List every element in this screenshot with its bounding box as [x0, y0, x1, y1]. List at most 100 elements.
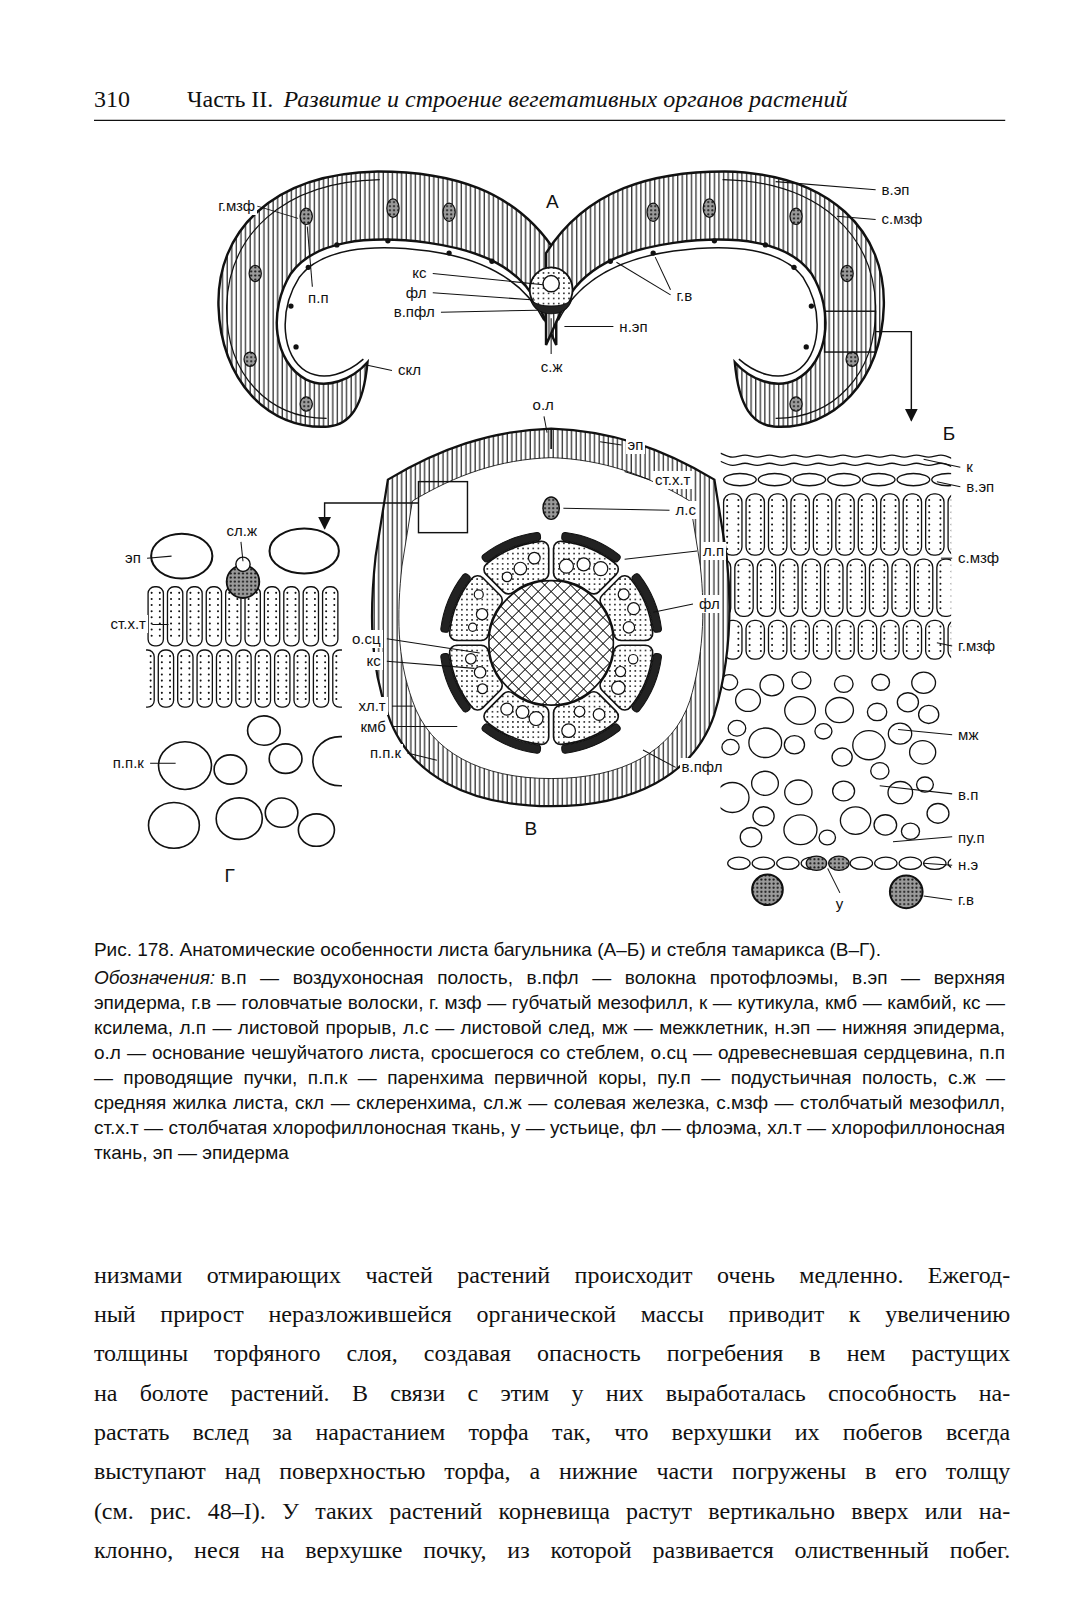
chloroplast	[895, 632, 897, 634]
chloroplast	[217, 622, 219, 624]
chloroplast	[161, 667, 163, 669]
chloroplast	[314, 598, 316, 600]
chloroplast	[906, 570, 908, 572]
chloroplast	[951, 523, 952, 525]
abbreviation-label: в.эп	[880, 181, 912, 199]
chloroplast	[737, 548, 739, 550]
chloroplast	[883, 626, 885, 628]
figure-part	[625, 551, 697, 559]
chloroplast	[151, 616, 153, 618]
chloroplast	[861, 523, 863, 525]
chloroplast	[306, 610, 308, 612]
chloroplast	[906, 626, 908, 628]
chloroplast	[760, 607, 762, 609]
abbreviation-label: эп	[626, 436, 646, 454]
chloroplast	[247, 692, 249, 694]
chloroplast	[850, 632, 852, 634]
chloroplast	[726, 523, 728, 525]
chloroplast	[895, 505, 897, 507]
chloroplast	[266, 680, 268, 682]
palisade-cell	[836, 494, 854, 555]
chloroplast	[816, 530, 818, 532]
chloroplast	[906, 601, 908, 603]
chloroplast	[771, 536, 773, 538]
chloroplast	[316, 686, 318, 688]
palisade-cell	[323, 587, 338, 646]
chloroplast	[782, 577, 784, 579]
chloroplast	[737, 536, 739, 538]
chloroplast	[209, 598, 211, 600]
chloroplast	[883, 638, 885, 640]
chloroplast	[188, 667, 190, 669]
chloroplast	[838, 644, 840, 646]
parenchyma-cell	[912, 672, 936, 693]
figure-part	[443, 203, 455, 221]
figure-part	[244, 352, 256, 366]
chloroplast	[178, 604, 180, 606]
chloroplast	[951, 517, 952, 519]
chloroplast	[295, 635, 297, 637]
chloroplast	[314, 592, 316, 594]
chloroplast	[227, 698, 229, 700]
chloroplast	[850, 607, 852, 609]
chloroplast	[771, 511, 773, 513]
chloroplast	[737, 650, 739, 652]
chloroplast	[895, 638, 897, 640]
chloroplast	[906, 542, 908, 544]
chloroplast	[314, 616, 316, 618]
chloroplast	[861, 542, 863, 544]
parenchyma-cell	[888, 782, 913, 804]
chloroplast	[816, 577, 818, 579]
chloroplast	[883, 589, 885, 591]
chloroplast	[749, 650, 751, 652]
chloroplast	[906, 650, 908, 652]
chloroplast	[939, 505, 941, 507]
chloroplast	[928, 577, 930, 579]
chloroplast	[219, 661, 221, 663]
chloroplast	[161, 661, 163, 663]
chloroplast	[917, 517, 919, 519]
chloroplast	[883, 542, 885, 544]
chloroplast	[917, 530, 919, 532]
chloroplast	[838, 542, 840, 544]
palisade-cell	[724, 494, 742, 555]
chloroplast	[189, 598, 191, 600]
epidermis-cell	[151, 534, 212, 579]
chloroplast	[726, 530, 728, 532]
figure-part	[653, 604, 693, 612]
chloroplast	[209, 616, 211, 618]
chloroplast	[872, 644, 874, 646]
chloroplast	[335, 680, 337, 682]
chloroplast	[749, 530, 751, 532]
chloroplast	[951, 583, 952, 585]
pith	[489, 581, 613, 705]
chloroplast	[805, 638, 807, 640]
chloroplast	[749, 523, 751, 525]
page-number: 310	[94, 85, 130, 113]
chloroplast	[150, 698, 152, 700]
chloroplast	[939, 536, 941, 538]
figure-part	[544, 416, 547, 432]
abbreviation-label: ст.х.т	[109, 615, 148, 633]
chloroplast	[793, 499, 795, 501]
chloroplast	[267, 629, 269, 631]
figure-part	[643, 750, 676, 767]
chloroplast	[266, 667, 268, 669]
chloroplast	[861, 577, 863, 579]
abbreviation-text: в.п — воздухоносная полость, в.пфл — вол…	[94, 967, 1005, 1163]
chloroplast	[895, 577, 897, 579]
chloroplast	[917, 577, 919, 579]
chloroplast	[939, 632, 941, 634]
header-rule	[94, 120, 1005, 121]
abbreviation-label: фл	[404, 284, 429, 302]
chloroplast	[286, 592, 288, 594]
chloroplast	[267, 598, 269, 600]
xylem-vessel	[628, 655, 637, 664]
chloroplast	[760, 650, 762, 652]
chloroplast	[217, 635, 219, 637]
chloroplast	[198, 635, 200, 637]
chloroplast	[939, 499, 941, 501]
chloroplast	[850, 626, 852, 628]
chloroplast	[275, 598, 277, 600]
figure-part	[392, 706, 413, 707]
